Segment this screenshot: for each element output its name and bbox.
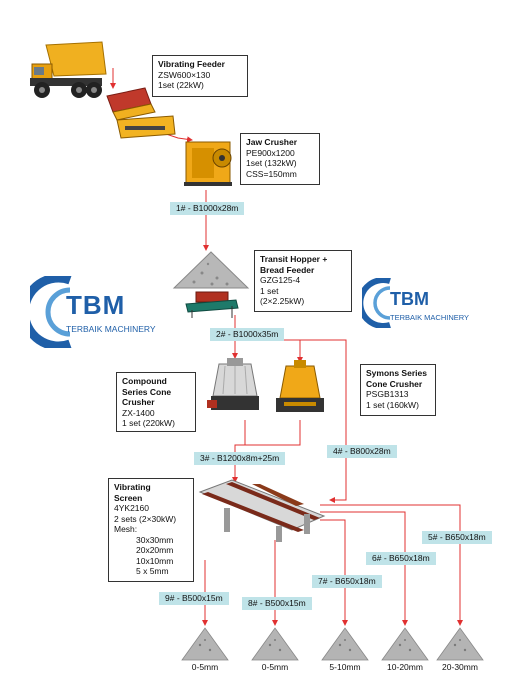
- conveyor-label-5: 5# - B650x18m: [422, 531, 492, 544]
- vibrating-screen-image: [198, 479, 326, 542]
- jaw-crusher-info: Jaw Crusher PE900x1200 1set (132kW) CSS=…: [240, 133, 320, 185]
- mesh-size: 5 x 5mm: [136, 566, 169, 576]
- tbm-logo-text: TBM: [66, 290, 126, 320]
- compound-cone-title-1: Compound: [122, 376, 167, 386]
- compound-cone-crusher-image: [207, 358, 259, 410]
- tbm-logo-company: TERBAIK MACHINERY: [390, 313, 470, 322]
- symons-cone-crusher-image: [276, 360, 324, 412]
- transit-hopper-qty-1: 1 set: [260, 285, 279, 296]
- vibrating-screen-qty: 2 sets (2×30kW): [114, 513, 177, 524]
- dump-truck-image: [30, 41, 107, 98]
- transit-hopper-qty-2: (2×2.25kW): [260, 296, 305, 306]
- compound-cone-model: ZX-1400: [122, 407, 155, 418]
- transit-hopper-image: [172, 251, 250, 318]
- stockpile-5-10mm: [321, 627, 369, 661]
- compound-cone-title-3: Crusher: [122, 397, 155, 407]
- product-label: 0-5mm: [191, 662, 219, 672]
- conveyor-label-7: 7# - B650x18m: [312, 575, 382, 588]
- transit-hopper-model: GZG125-4: [260, 275, 301, 285]
- arrow-c7: [320, 519, 348, 626]
- vibrating-screen-model: 4YK2160: [114, 503, 149, 513]
- conveyor-label-1: 1# - B1000x28m: [170, 202, 245, 215]
- symons-cone-title-1: Symons Series: [366, 368, 427, 378]
- conveyor-label-8: 8# - B500x15m: [242, 597, 312, 610]
- product-label: 10-20mm: [387, 662, 423, 672]
- stockpile-0-5mm-b: [251, 627, 299, 661]
- symons-cone-qty: 1 set (160kW): [366, 399, 419, 410]
- tbm-logo-text: TBM: [390, 289, 429, 309]
- jaw-crusher-title: Jaw Crusher: [246, 137, 298, 147]
- vibrating-screen-mesh-label: Mesh:: [114, 524, 138, 534]
- mesh-size: 20x20mm: [136, 545, 174, 555]
- mesh-size: 30x30mm: [136, 534, 174, 545]
- vibrating-feeder-title: Vibrating Feeder: [158, 59, 225, 69]
- jaw-crusher-model: PE900x1200: [246, 147, 295, 158]
- vibrating-screen-title-1: Vibrating: [114, 482, 151, 492]
- vibrating-feeder-qty: 1set (22kW): [158, 80, 204, 90]
- compound-cone-info: Compound Series Cone Crusher ZX-1400 1 s…: [116, 372, 196, 432]
- vibrating-feeder-info: Vibrating Feeder ZSW600×130 1set (22kW): [152, 55, 248, 97]
- tbm-logo-company: TERBAIK MACHINERY: [66, 324, 156, 334]
- transit-hopper-title-1: Transit Hopper +: [260, 254, 328, 264]
- conveyor-label-2: 2# - B1000x35m: [210, 328, 285, 341]
- arrow-c6: [320, 511, 408, 626]
- vibrating-screen-info: Vibrating Screen 4YK2160 2 sets (2×30kW)…: [108, 478, 194, 582]
- arrow-c4-return: [300, 339, 347, 503]
- vibrating-feeder-model: ZSW600×130: [158, 69, 211, 80]
- conveyor-label-4: 4# - B800x28m: [327, 445, 397, 458]
- compound-cone-qty: 1 set (220kW): [122, 418, 175, 428]
- vibrating-screen-title-2: Screen: [114, 492, 143, 503]
- transit-hopper-info: Transit Hopper + Bread Feeder GZG125-4 1…: [254, 250, 352, 312]
- symons-cone-title-2: Cone Crusher: [366, 378, 423, 389]
- stockpile-10-20mm: [381, 627, 429, 661]
- line-symons-to-c3: [245, 420, 301, 446]
- tbm-logo-mark: [362, 278, 391, 328]
- tbm-logo-left: TBM TERBAIK MACHINERY: [30, 276, 190, 348]
- product-label: 20-30mm: [442, 662, 478, 672]
- mesh-size: 10x10mm: [136, 555, 174, 566]
- product-label: 0-5mm: [261, 662, 289, 672]
- tbm-logo-mark: [30, 276, 72, 348]
- conveyor-label-9: 9# - B500x15m: [159, 592, 229, 605]
- stockpile-0-5mm-a: [181, 627, 229, 661]
- transit-hopper-title-2: Bread Feeder: [260, 264, 315, 275]
- arrow-c5: [320, 504, 463, 626]
- stockpile-20-30mm: [436, 627, 484, 661]
- jaw-crusher-css: CSS=150mm: [246, 168, 297, 179]
- jaw-crusher-image: [184, 141, 232, 186]
- conveyor-label-6: 6# - B650x18m: [366, 552, 436, 565]
- tbm-logo-right: TBM TERBAIK MACHINERY: [362, 278, 502, 328]
- symons-cone-info: Symons Series Cone Crusher PSGB1313 1 se…: [360, 364, 436, 416]
- compound-cone-title-2: Series Cone: [122, 386, 172, 397]
- product-label: 5-10mm: [329, 662, 361, 672]
- conveyor-label-3: 3# - B1200x8m+25m: [194, 452, 286, 465]
- jaw-crusher-qty: 1set (132kW): [246, 158, 297, 168]
- symons-cone-model: PSGB1313: [366, 389, 409, 399]
- vibrating-feeder-image: [106, 87, 176, 139]
